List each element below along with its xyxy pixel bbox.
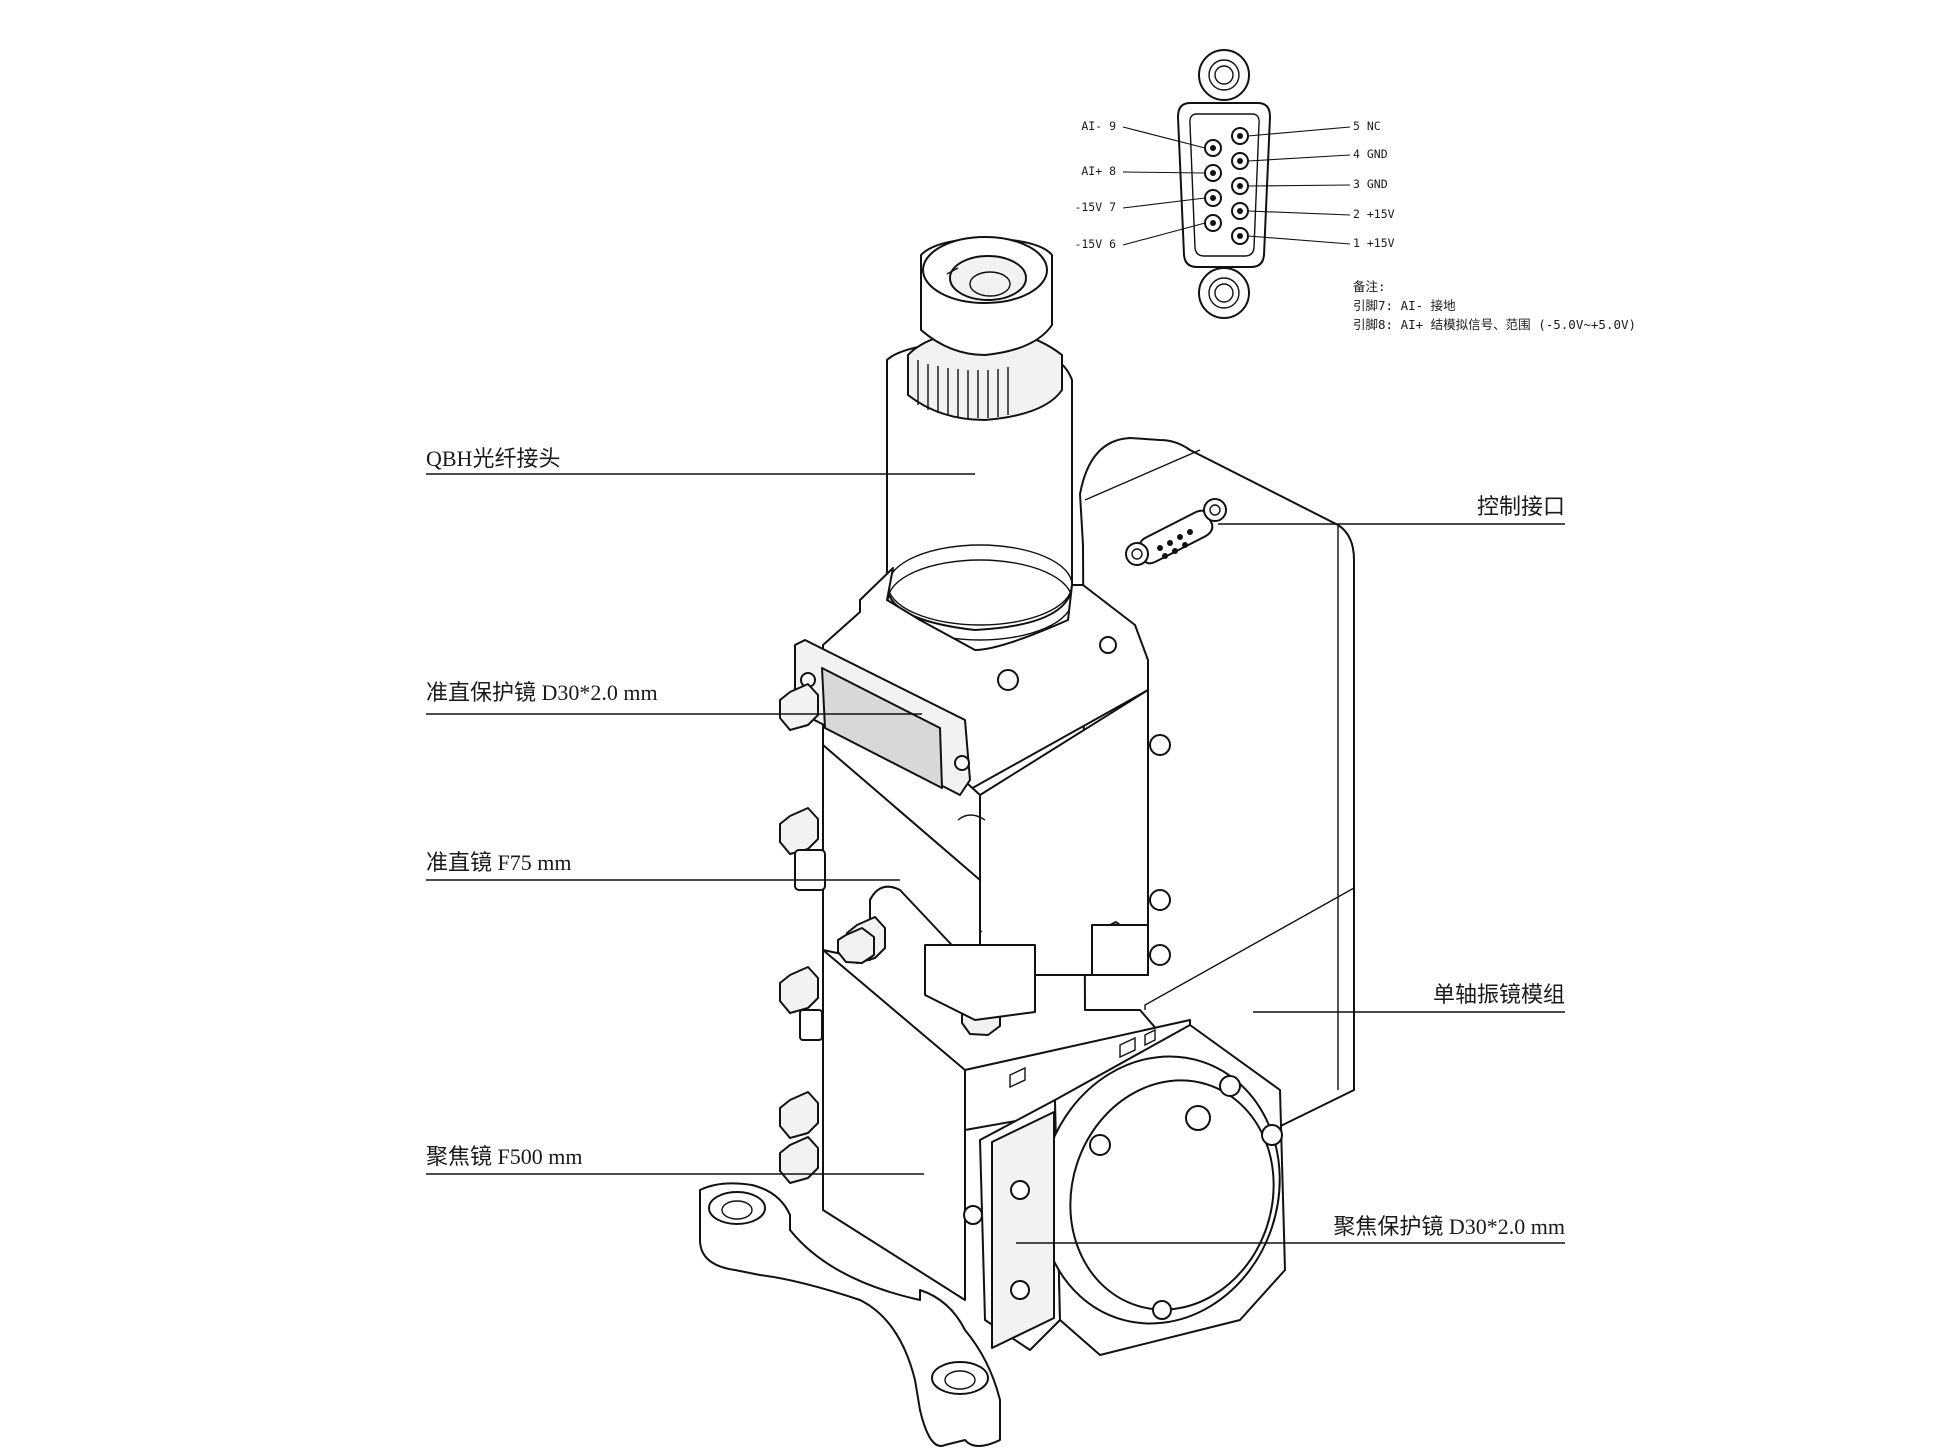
pin-label-5: 5 NC [1353,119,1381,133]
callout-focus-protect: 聚焦保护镜 D30*2.0 mm [1333,1214,1565,1239]
note-title: 备注: [1353,279,1386,294]
pin-label-6: -15V 6 [1074,237,1116,251]
pin-label-2: 2 +15V [1353,207,1395,221]
callout-qbh: QBH光纤接头 [426,446,561,471]
note-pin8: 引脚8: AI+ 结模拟信号、范围 (-5.0V~+5.0V) [1353,317,1637,332]
callout-control-port: 控制接口 [1476,494,1565,519]
db9-connector-icon [1122,49,1351,319]
note-pin7: 引脚7: AI- 接地 [1353,298,1456,313]
pin-label-3: 3 GND [1353,177,1388,191]
connector-pins-right [1231,127,1249,245]
qbh-connector-icon [886,236,1073,641]
pin-label-4: 4 GND [1353,147,1388,161]
base-plate-icon [699,1182,1001,1447]
laser-scan-head-icon [699,236,1355,1447]
focus-lens-body-icon [779,921,1191,1301]
control-port-icon [1125,498,1227,566]
callout-focus: 聚焦镜 F500 mm [426,1144,583,1169]
focus-protect-window-icon [963,1024,1286,1356]
pin-label-7: -15V 7 [1074,200,1116,214]
callout-collimator: 准直镜 F75 mm [426,850,572,875]
pin-label-8: AI+ 8 [1081,164,1116,178]
pin-label-1: 1 +15V [1353,236,1395,250]
callout-collimator-protect: 准直保护镜 D30*2.0 mm [426,680,658,705]
callout-galvo-module: 单轴振镜模组 [1432,982,1565,1007]
pin-label-9: AI- 9 [1081,119,1116,133]
